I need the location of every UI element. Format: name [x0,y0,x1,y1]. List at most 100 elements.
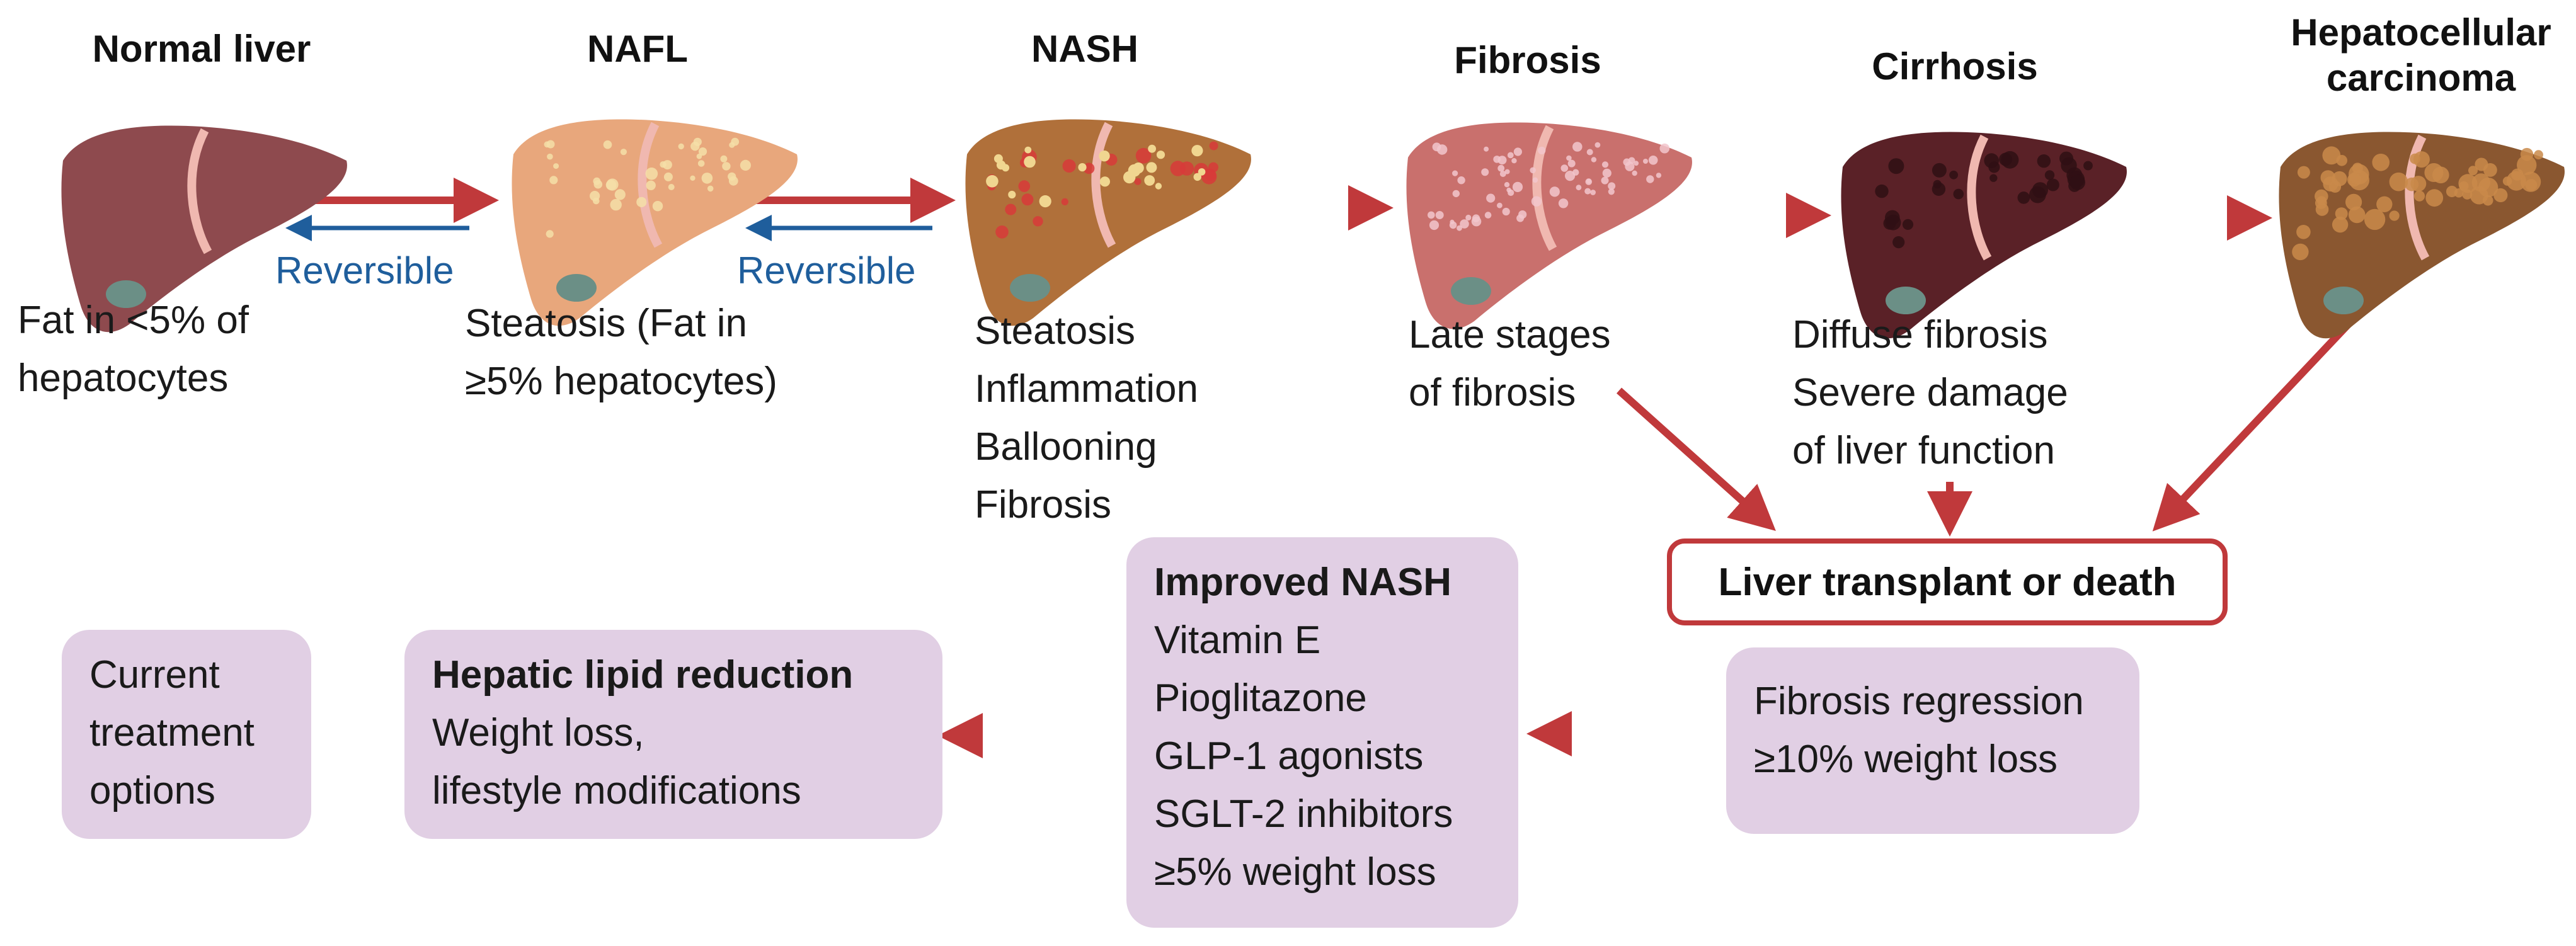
liver-texture-dot [2297,166,2310,179]
liver-texture-dot [2322,146,2341,165]
lipid-box-item: Weight loss, [432,711,644,755]
liver-texture-dot [590,191,600,202]
gallbladder [1010,274,1050,302]
description-line: Inflammation [975,367,1198,411]
hepatic-lipid-reduction-box: Hepatic lipid reduction Weight loss, lif… [404,630,942,839]
liver-texture-dot [2446,185,2458,198]
liver-texture-dot [1538,146,1546,155]
liver-texture-dot [1504,169,1510,174]
description-line: Fibrosis [975,483,1112,527]
stage-title-normal-liver: Normal liver [92,28,311,70]
liver-texture-dot [1584,188,1591,195]
liver-texture-dot [1465,214,1472,221]
liver-ligament [2405,134,2430,261]
liver-texture-dot [1437,144,1448,155]
liver-texture-dot [2345,193,2362,210]
stage-description-nash: Steatosis Inflammation Ballooning Fibros… [975,302,1198,534]
liver-nash-icon [965,119,1251,326]
liver-texture-dot [1021,193,1034,206]
stage-description-normal-liver: Fat in <5% of hepatocytes [18,292,249,407]
liver-texture-dot [1039,195,1051,208]
liver-texture-dot [1572,142,1583,152]
liver-texture-dot [2468,166,2478,176]
liver-hcc-icon [2279,132,2565,339]
liver-texture-dot [663,172,673,181]
stage-title-nash: NASH [1031,28,1139,70]
lipid-box-title: Hepatic lipid reduction [432,653,854,697]
liver-texture-dot [1586,149,1593,156]
reversible-label-2: Reversible [737,249,916,292]
liver-texture-dot [1634,161,1639,166]
liver-texture-dot [1134,178,1142,185]
liver-texture-dot [1608,188,1615,195]
liver-texture-dot [1144,175,1155,186]
liver-texture-dot [1484,212,1492,219]
liver-texture-dot [1428,211,1435,219]
liver-texture-dot [1601,176,1609,185]
liver-texture-dot [693,137,702,146]
liver-texture-dot [2336,155,2347,166]
stage-description-fibrosis: Late stages of fibrosis [1409,306,1611,422]
liver-texture-dot [668,184,675,190]
liver-texture-dot [546,140,555,149]
liver-texture-dot [1024,156,1036,168]
liver-texture-dot [1875,184,1889,198]
liver-texture-dot [2389,210,2400,221]
liver-ligament [1091,122,1116,248]
liver-texture-dot [553,163,559,169]
gallbladder [1451,277,1491,305]
liver-texture-dot [2352,162,2363,174]
gallbladder [2323,287,2364,314]
liver-texture-dot [1623,158,1631,166]
liver-texture-dot [2316,196,2327,206]
liver-texture-dot [2389,172,2408,191]
liver-texture-dot [1902,219,1914,230]
liver-texture-dot [646,180,656,190]
liver-texture-dot [1504,182,1510,188]
liver-texture-dot [1099,151,1110,162]
liver-texture-dot [1549,186,1560,197]
liver-texture-dot [1078,163,1087,172]
liver-texture-dot [1532,177,1538,183]
liver-texture-dot [1481,168,1489,176]
liver-texture-dot [652,201,663,212]
liver-texture-dot [2424,163,2444,182]
liver-texture-dot [1099,176,1110,187]
liver-texture-dot [1558,198,1569,208]
liver-texture-dot [2001,151,2019,169]
liver-texture-dot [1512,181,1523,192]
liver-texture-dot [614,189,626,200]
liver-texture-dot [2083,161,2093,171]
liver-texture-dot [1507,152,1514,159]
liver-texture-dot [2493,188,2508,203]
liver-texture-dot [696,153,702,159]
nash-box-item: GLP-1 agonists [1154,734,1424,778]
liver-texture-dot [645,168,658,180]
liver-texture-dot [1033,216,1043,227]
liver-texture-dot [1591,157,1597,162]
description-line: of fibrosis [1409,371,1576,414]
arrow-fibrosis-to-outcome [1616,387,1776,532]
liver-texture-dot [698,147,707,156]
liver-texture-dot [662,160,672,170]
lipid-box-item: lifestyle modifications [432,769,801,812]
current-treatment-line: options [89,769,215,812]
liver-texture-dot [1062,159,1076,173]
liver-texture-dot [1646,175,1654,183]
nash-box-item: Vitamin E [1154,618,1321,662]
liver-texture-dot [2349,170,2369,191]
liver-cirrhosis-icon [1841,132,2127,339]
liver-texture-dot [1643,159,1648,164]
liver-texture-dot [1566,155,1572,161]
liver-texture-dot [1193,173,1201,181]
liver-texture-dot [2061,157,2077,174]
liver-texture-dot [2332,217,2349,233]
liver-texture-dot [678,143,684,150]
liver-texture-dot [2037,154,2051,168]
liver-texture-dot [1932,162,1947,178]
liver-texture-dot [1590,190,1596,195]
stage-title-hcc-line-2: carcinoma [2326,57,2516,99]
liver-texture-dot [1008,190,1016,199]
liver-texture-dot [1949,170,1958,180]
